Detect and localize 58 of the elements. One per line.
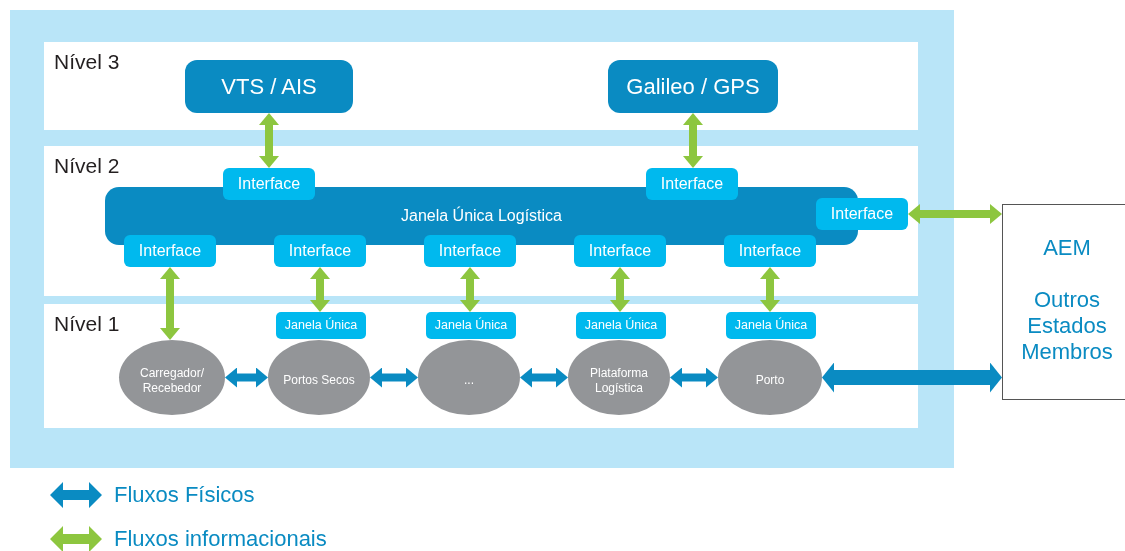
platform-label: Janela Única Logística	[401, 205, 562, 226]
double-arrow	[460, 267, 480, 312]
level-label: Nível 1	[54, 311, 120, 337]
double-arrow	[760, 267, 780, 312]
double-arrow	[683, 113, 703, 168]
interface-tab	[574, 235, 666, 267]
external-box	[1002, 204, 1125, 400]
interface-tab	[424, 235, 516, 267]
double-arrow	[310, 267, 330, 312]
node-label: Carregador/ Recebedor	[139, 365, 205, 396]
double-arrow	[670, 367, 718, 388]
single-window-label: Janela Única	[584, 316, 658, 335]
level-label: Nível 3	[54, 49, 120, 75]
system-box	[185, 60, 353, 113]
single-window-label: Janela Única	[434, 316, 508, 335]
level-label: Nível 2	[54, 153, 120, 179]
interface-label: Interface	[138, 241, 202, 261]
legend-label: Fluxos informacionais	[114, 525, 327, 551]
interface-label: Interface	[588, 241, 652, 261]
interface-label: Interface	[738, 241, 802, 261]
single-window-tab	[726, 312, 816, 339]
interface-label: Interface	[830, 204, 894, 224]
level-band	[44, 146, 918, 296]
system-label: Galileo / GPS	[626, 73, 760, 101]
node-label: Porto	[754, 373, 786, 388]
double-arrow	[520, 367, 568, 388]
interface-tab	[223, 168, 315, 200]
legend-label: Fluxos Físicos	[114, 481, 255, 509]
level-band	[44, 42, 918, 130]
interface-label: Interface	[660, 174, 724, 194]
level-band	[44, 304, 918, 428]
system-label: VTS / AIS	[221, 73, 317, 101]
interface-tab	[124, 235, 216, 267]
single-window-tab	[576, 312, 666, 339]
double-arrow	[610, 267, 630, 312]
node-label: Plataforma Logística	[589, 365, 649, 396]
interface-tab	[816, 198, 908, 230]
external-label: Outros Estados Membros	[1020, 287, 1114, 365]
interface-tab	[646, 168, 738, 200]
single-window-label: Janela Única	[284, 316, 358, 335]
double-arrow	[822, 362, 1002, 393]
external-label: AEM	[1042, 235, 1092, 261]
single-window-label: Janela Única	[734, 316, 808, 335]
interface-label: Interface	[288, 241, 352, 261]
double-arrow	[160, 267, 180, 340]
single-window-tab	[276, 312, 366, 339]
single-window-tab	[426, 312, 516, 339]
interface-tab	[724, 235, 816, 267]
double-arrow	[225, 367, 268, 388]
double-arrow	[259, 113, 279, 168]
system-box	[608, 60, 778, 113]
double-arrow	[908, 204, 1002, 224]
node-label: ...	[463, 373, 475, 388]
interface-label: Interface	[237, 174, 301, 194]
node-label: Portos Secos	[282, 373, 356, 388]
interface-tab	[274, 235, 366, 267]
double-arrow	[370, 367, 418, 388]
interface-label: Interface	[438, 241, 502, 261]
